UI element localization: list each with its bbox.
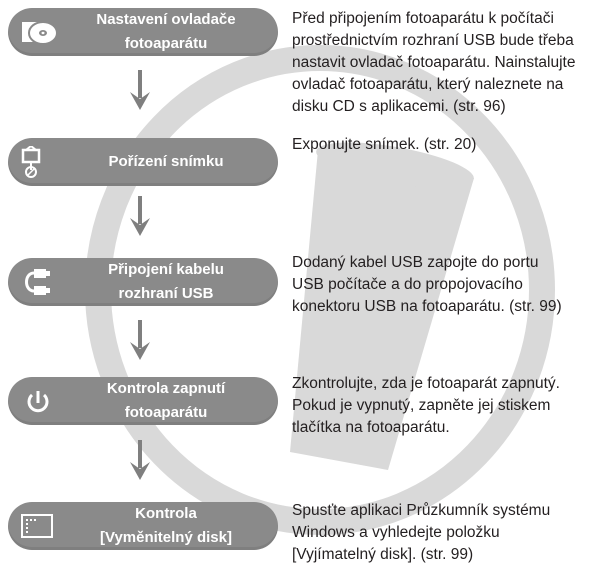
step-label: Pořízení snímku bbox=[108, 153, 224, 170]
step-check-power: Kontrola zapnutí fotoaparátu bbox=[8, 377, 278, 425]
down-arrow-icon bbox=[130, 440, 150, 480]
step-description-check-power: Zkontrolujte, zda je fotoaparát zapnutý.… bbox=[292, 375, 560, 436]
down-arrow-icon bbox=[130, 320, 150, 360]
step-description-check-removable-disk: Spusťte aplikaci Průzkumník systému Wind… bbox=[292, 502, 551, 563]
down-arrow-icon bbox=[130, 70, 150, 110]
step-label: Kontrola zapnutí fotoaparátu bbox=[106, 380, 226, 421]
step-description-connect-usb: Dodaný kabel USB zapojte do portu USB po… bbox=[292, 254, 562, 315]
step-label: Kontrola [Vyměnitelný disk] bbox=[100, 505, 232, 546]
step-install-driver: Nastavení ovladače fotoaparátu bbox=[8, 8, 278, 56]
usb-cable-icon bbox=[25, 269, 50, 295]
down-arrow-icon bbox=[130, 196, 150, 236]
camera-shooting-icon bbox=[21, 146, 41, 178]
step-label: Nastavení ovladače fotoaparátu bbox=[96, 11, 236, 52]
step-description-install-driver: Před připojením fotoaparátu k počítači p… bbox=[292, 10, 576, 115]
step-connect-usb: Připojení kabelu rozhraní USB bbox=[8, 258, 278, 306]
removable-disk-icon bbox=[21, 514, 53, 538]
step-check-removable-disk: Kontrola [Vyměnitelný disk] bbox=[8, 502, 278, 550]
cd-disc-icon bbox=[22, 21, 58, 45]
step-description-take-photo: Exponujte snímek. (str. 20) bbox=[292, 136, 477, 153]
step-take-photo: Pořízení snímku bbox=[8, 138, 278, 186]
step-label: Připojení kabelu rozhraní USB bbox=[108, 261, 224, 302]
power-icon bbox=[27, 391, 49, 413]
